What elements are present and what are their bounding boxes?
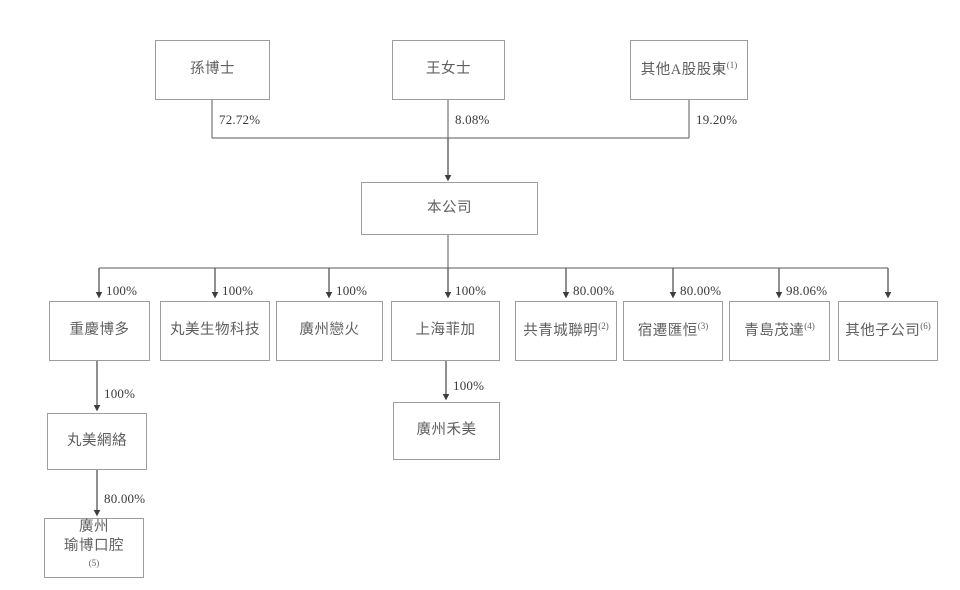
node-label-wrap: 宿遷匯恒(3) <box>638 320 708 341</box>
node-label: 青島茂達 <box>744 323 805 340</box>
node-footnote-marker: (6) <box>920 321 931 332</box>
node-subsidiary-other[interactable]: 其他子公司(6) <box>838 301 938 361</box>
node-label: 其他子公司 <box>845 323 921 340</box>
node-shareholder-other-a[interactable]: 其他A股股東(1) <box>630 40 748 100</box>
shareholder-connectors <box>211 100 690 139</box>
node-footnote-marker: (3) <box>697 321 709 332</box>
node-subsidiary-qingdao-maoda[interactable]: 青島茂達(4) <box>729 301 830 361</box>
node-label: 丸美生物科技 <box>170 322 260 339</box>
node-label-wrap: 青島茂達(4) <box>744 320 814 341</box>
node-label: 其他A股股東 <box>640 62 727 79</box>
edge-label-other-a-percent: 19.20% <box>696 112 738 127</box>
node-label: 宿遷匯恒 <box>637 323 698 340</box>
node-label: 重慶博多 <box>69 322 130 339</box>
edge-label-shanghai-feijia-percent: 100% <box>455 283 487 298</box>
edge-label-wang-percent: 8.08% <box>455 112 490 127</box>
node-label: 廣州禾美 <box>416 422 477 439</box>
subsidiary-arrows <box>95 268 892 299</box>
node-label-wrap: 其他A股股東(1) <box>641 59 737 80</box>
node-label: 孫博士 <box>190 61 235 78</box>
deep-chain-arrows <box>93 361 450 517</box>
node-label-wrap: 共青城聯明(2) <box>523 320 608 341</box>
node-shareholder-sun[interactable]: 孫博士 <box>155 40 270 100</box>
node-label: 王女士 <box>426 61 471 78</box>
node-subsidiary-chongqing-boduo[interactable]: 重慶博多 <box>49 301 150 361</box>
node-subsidiary-wanmei-biotech[interactable]: 丸美生物科技 <box>160 301 270 361</box>
node-subsidiary-shanghai-feijia[interactable]: 上海菲加 <box>391 301 500 361</box>
node-label: 丸美網絡 <box>67 432 127 449</box>
company-distribution-bus <box>98 235 889 272</box>
edge-label-gongqingcheng-lianming-percent: 80.00% <box>573 283 615 298</box>
edge-label-wanmei-biotech-percent: 100% <box>222 283 254 298</box>
node-company[interactable]: 本公司 <box>361 182 538 235</box>
edge-label-qingdao-maoda-percent: 98.06% <box>786 283 828 298</box>
node-label: 共青城聯明 <box>523 323 599 340</box>
node-footnote-marker: (2) <box>598 321 609 332</box>
node-label: 本公司 <box>427 199 472 216</box>
node-subsidiary-gongqingcheng-lianming[interactable]: 共青城聯明(2) <box>515 301 617 361</box>
node-label: 上海菲加 <box>415 322 476 339</box>
node-label-wrap: 廣州 瑜博口腔 (5) <box>64 518 124 579</box>
edge-label-guangzhou-yubo-percent: 80.00% <box>104 491 146 506</box>
edge-label-guangzhou-hemei-percent: 100% <box>453 378 485 393</box>
node-label: 廣州戀火 <box>299 322 360 339</box>
node-sub-subsidiary-guangzhou-hemei[interactable]: 廣州禾美 <box>393 402 500 460</box>
node-shareholder-wang[interactable]: 王女士 <box>392 40 505 100</box>
edge-label-suqian-huiheng-percent: 80.00% <box>680 283 722 298</box>
edge-label-guangzhou-lianhuo-percent: 100% <box>336 283 368 298</box>
node-label: 廣州 瑜博口腔 <box>64 518 124 555</box>
edge-label-chongqing-boduo-percent: 100% <box>106 283 138 298</box>
node-footnote-marker: (5) <box>88 557 100 568</box>
node-sub-subsidiary-guangzhou-yubo[interactable]: 廣州 瑜博口腔 (5) <box>44 518 144 578</box>
node-sub-subsidiary-wanmei-wangluo[interactable]: 丸美網絡 <box>47 413 147 470</box>
node-label-wrap: 其他子公司(6) <box>845 320 930 341</box>
edge-label-wanmei-wangluo-percent: 100% <box>104 386 136 401</box>
node-subsidiary-guangzhou-lianhuo[interactable]: 廣州戀火 <box>276 301 383 361</box>
node-subsidiary-suqian-huiheng[interactable]: 宿遷匯恒(3) <box>623 301 723 361</box>
node-footnote-marker: (4) <box>804 321 815 332</box>
node-footnote-marker: (1) <box>726 60 738 71</box>
edge-label-sun-percent: 72.72% <box>219 112 261 127</box>
